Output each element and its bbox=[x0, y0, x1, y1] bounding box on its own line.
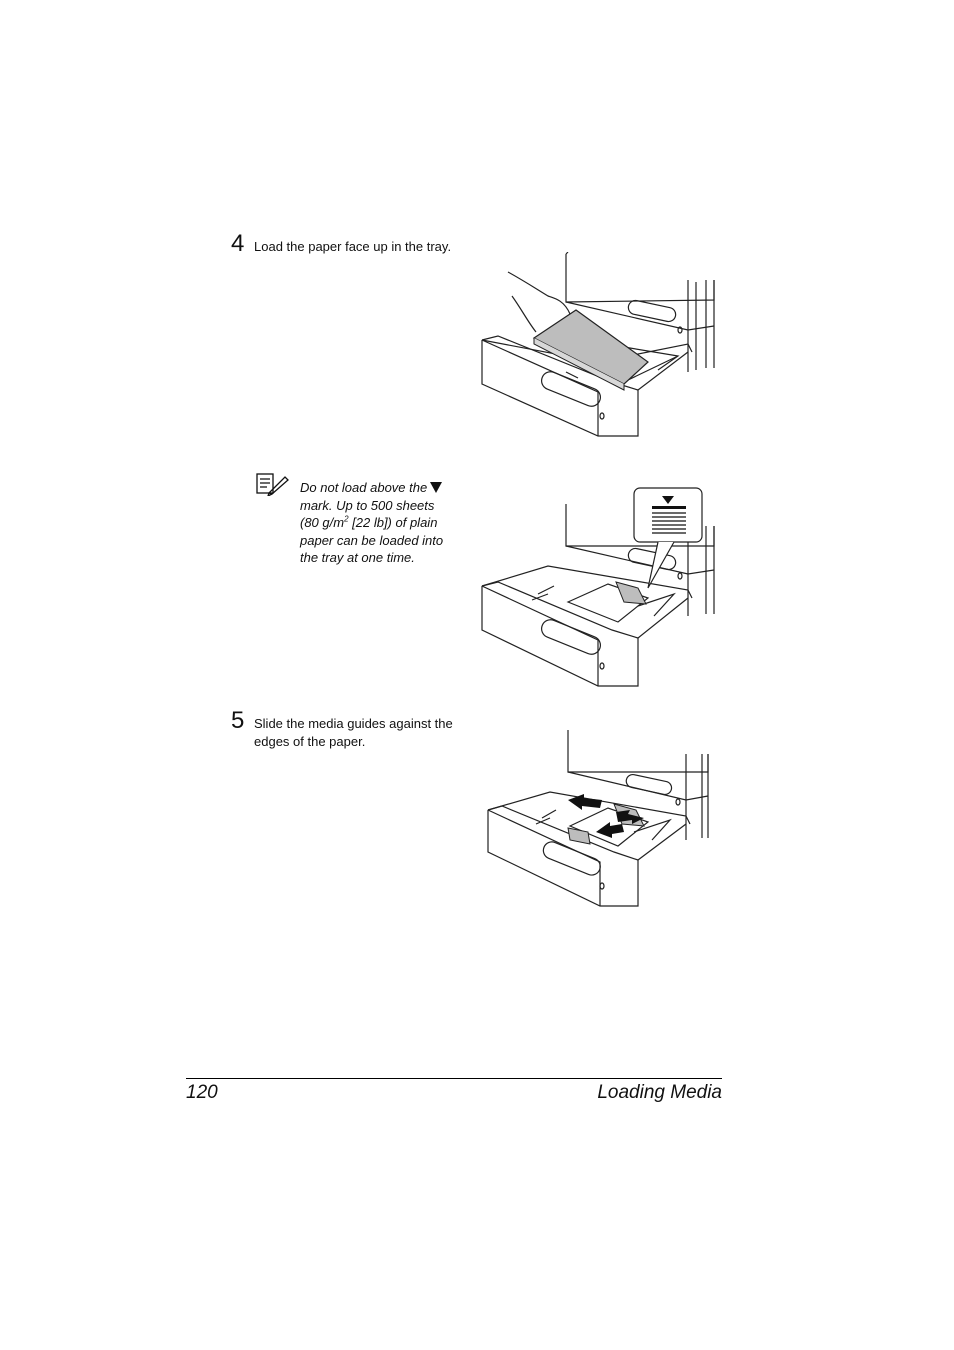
step-number-5: 5 bbox=[231, 707, 245, 734]
illustration-fill-limit bbox=[481, 487, 715, 687]
note-line-4: paper can be loaded into bbox=[300, 532, 444, 548]
section-title: Loading Media bbox=[597, 1082, 722, 1103]
note-text: Do not load above the mark. Up to 500 sh… bbox=[300, 479, 470, 567]
note-pencil-icon bbox=[256, 473, 289, 496]
step-4-text: Load the paper face up in the tray. bbox=[254, 239, 452, 254]
footer-rule bbox=[186, 1078, 722, 1079]
note-line-1: Do not load above the bbox=[300, 480, 428, 495]
step-number-4: 4 bbox=[231, 230, 245, 257]
fill-limit-triangle-icon bbox=[430, 482, 443, 493]
page-number: 120 bbox=[186, 1082, 218, 1103]
note-superscript: 2 bbox=[344, 514, 349, 524]
note-line-3a: (80 g/m bbox=[300, 515, 345, 530]
step-5-text: Slide the media guides against the edges… bbox=[254, 716, 453, 749]
note-line-2: mark. Up to 500 sheets bbox=[300, 497, 435, 513]
note-line-3b: [22 lb]) of plain bbox=[348, 515, 438, 530]
illustration-load-paper bbox=[481, 252, 715, 437]
note-line-5: the tray at one time. bbox=[300, 550, 415, 565]
illustration-slide-guides bbox=[487, 730, 709, 907]
